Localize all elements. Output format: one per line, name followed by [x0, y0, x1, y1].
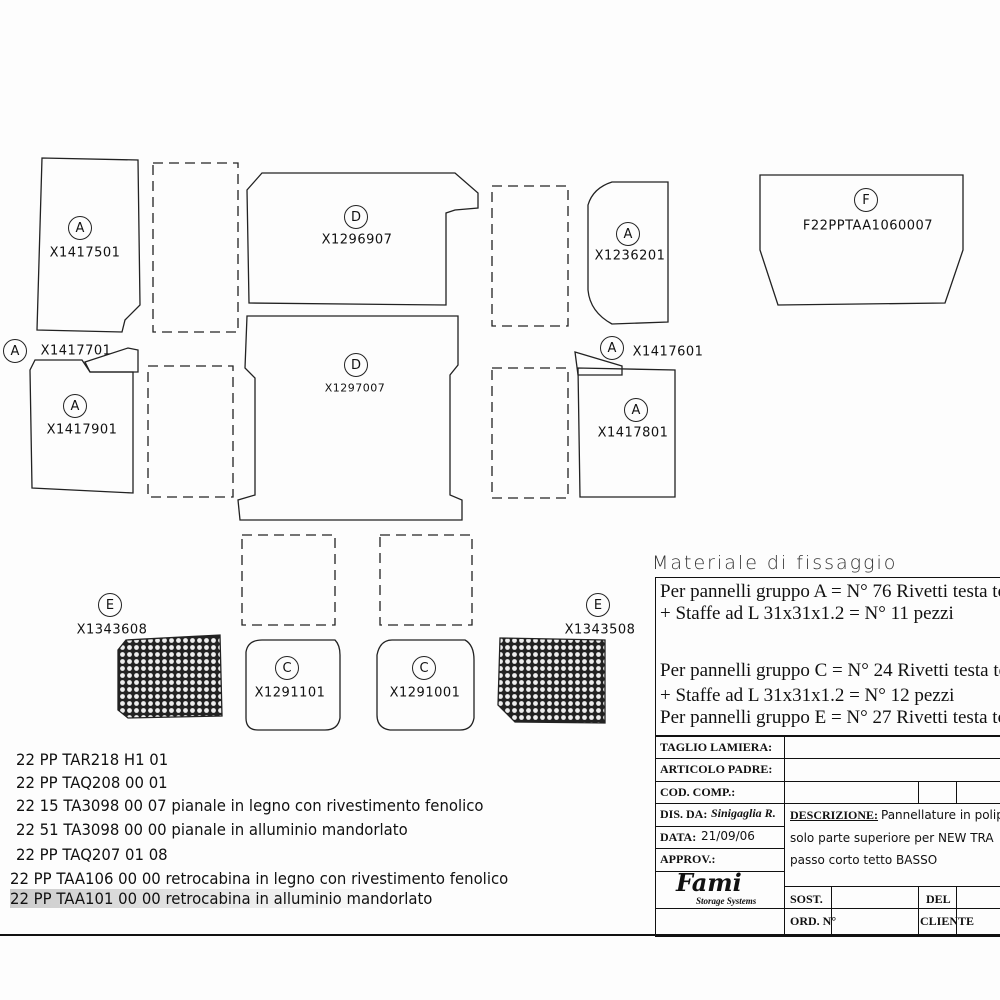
- panel-d-x1297007: [237, 315, 463, 521]
- part-code-line: 22 PP TAA106 00 00 retrocabina in legno …: [10, 869, 509, 888]
- part-code-line: 22 PP TAR218 H1 01: [16, 750, 169, 769]
- panel-a-x1417601: [574, 351, 623, 376]
- descrizione-label: DESCRIZIONE:: [790, 808, 879, 822]
- group-marker: E: [98, 593, 122, 617]
- panel-a-x1417901: [29, 359, 134, 494]
- part-code-line: 22 51 TA3098 00 00 pianale in alluminio …: [16, 820, 408, 839]
- panel-code: X1291101: [254, 685, 326, 701]
- panel-a-x1417501: [36, 157, 141, 333]
- panel-code: X1297007: [324, 381, 386, 395]
- dis-da-value: Sinigaglia R.: [711, 806, 776, 820]
- part-code-line: 22 PP TAA101 00 00 retrocabina in allumi…: [10, 889, 433, 908]
- panel-a-x1236201: [587, 181, 669, 325]
- logo-subtitle: Storage Systems: [696, 896, 757, 906]
- fami-logo: Fami: [676, 868, 742, 897]
- panel-d-x1296907: [246, 172, 479, 306]
- panel-code: X1343508: [564, 622, 636, 638]
- descrizione-line: passo corto tetto BASSO: [790, 853, 938, 867]
- group-marker: A: [616, 222, 640, 246]
- articolo-padre-label: ARTICOLO PADRE:: [660, 762, 773, 776]
- ord-label: ORD. N°: [790, 914, 837, 928]
- dashed-panel: [147, 365, 234, 498]
- panel-code: F22PPTAA1060007: [802, 218, 934, 234]
- part-code-line: 22 PP TAQ208 00 01: [16, 773, 168, 792]
- material-line: Per pannelli gruppo E = N° 27 Rivetti te…: [660, 707, 1000, 728]
- material-line: Per pannelli gruppo A = N° 76 Rivetti te…: [660, 581, 1000, 602]
- data-value: 21/09/06: [701, 829, 755, 843]
- descrizione-line: solo parte superiore per NEW TRA: [790, 831, 994, 845]
- group-marker: F: [854, 188, 878, 212]
- group-marker: A: [3, 339, 27, 363]
- material-line: + Staffe ad L 31x31x1.2 = N° 11 pezzi: [660, 603, 954, 624]
- part-code-line: 22 PP TAQ207 01 08: [16, 845, 168, 864]
- part-code-line: 22 15 TA3098 00 07 pianale in legno con …: [16, 796, 484, 815]
- taglio-lamiera-label: TAGLIO LAMIERA:: [660, 740, 773, 754]
- sost-label: SOST.: [790, 892, 823, 906]
- panel-f-trapezoid: [759, 174, 964, 306]
- panel-code: X1417501: [49, 245, 121, 261]
- panel-a-x1417801: [577, 367, 676, 498]
- panel-code: X1417701: [40, 343, 112, 359]
- group-marker: A: [624, 398, 648, 422]
- cod-comp-label: COD. COMP.:: [660, 785, 736, 799]
- panel-e-mesh-left: [117, 634, 223, 719]
- title-block: TAGLIO LAMIERA: ARTICOLO PADRE: COD. COM…: [655, 735, 1000, 937]
- panel-c-x1291001: [376, 639, 475, 731]
- group-marker: A: [600, 336, 624, 360]
- dashed-panel: [379, 534, 473, 626]
- group-marker: C: [412, 656, 436, 680]
- group-marker: E: [586, 593, 610, 617]
- dis-da-label: DIS. DA:: [660, 807, 708, 821]
- materials-box: Per pannelli gruppo A = N° 76 Rivetti te…: [655, 577, 1000, 737]
- material-line: + Staffe ad L 31x31x1.2 = N° 12 pezzi: [660, 685, 955, 706]
- group-marker: A: [63, 394, 87, 418]
- panel-code: X1291001: [389, 685, 461, 701]
- del-label: DEL: [926, 892, 951, 906]
- panel-code: X1417601: [632, 344, 704, 360]
- materials-title: Materiale di fissaggio: [652, 552, 898, 574]
- panel-code: X1417901: [46, 422, 118, 438]
- group-marker: D: [344, 353, 368, 377]
- dashed-panel: [241, 534, 336, 626]
- material-line: Per pannelli gruppo C = N° 24 Rivetti te…: [660, 660, 1000, 681]
- panel-c-x1291101: [245, 639, 341, 731]
- data-label: DATA:: [660, 830, 697, 844]
- group-marker: D: [344, 205, 368, 229]
- dashed-panel: [152, 162, 239, 333]
- panel-code: X1417801: [597, 425, 669, 441]
- cliente-label: CLIENTE: [920, 914, 975, 928]
- group-marker: C: [275, 656, 299, 680]
- panel-code: X1236201: [594, 248, 666, 264]
- panel-code: X1296907: [321, 232, 393, 248]
- panel-code: X1343608: [76, 622, 148, 638]
- dashed-panel: [491, 367, 569, 499]
- dashed-panel: [491, 185, 569, 327]
- descrizione-line: Pannellature in polip: [881, 808, 1000, 822]
- approv-label: APPROV.:: [660, 852, 716, 866]
- panel-e-mesh-right: [497, 637, 606, 724]
- group-marker: A: [68, 216, 92, 240]
